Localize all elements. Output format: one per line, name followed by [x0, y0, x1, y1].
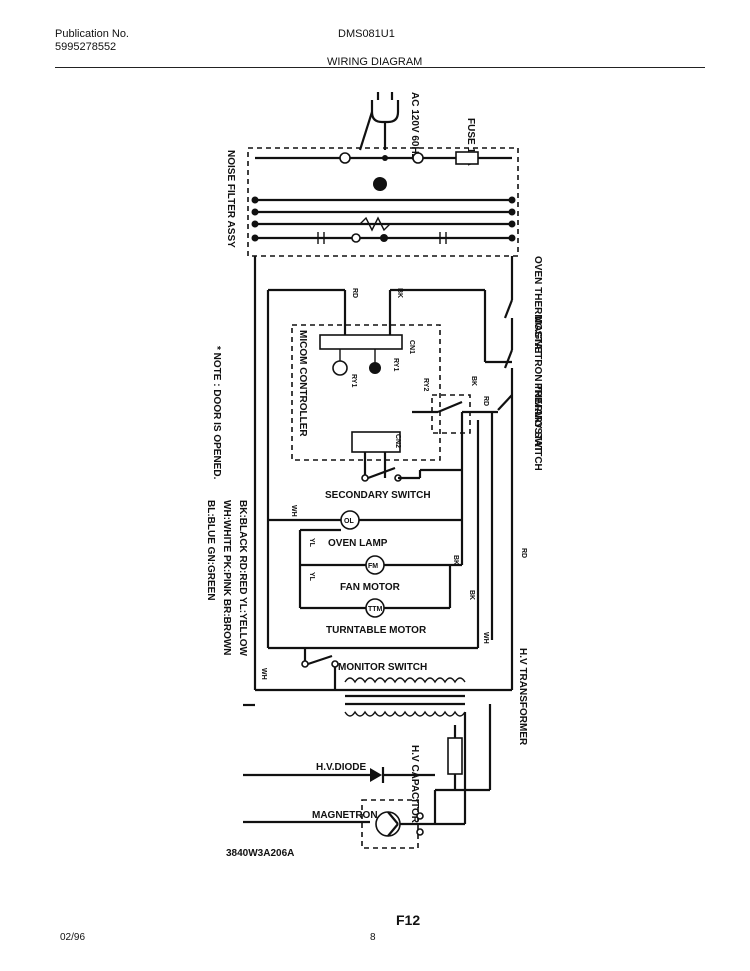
wire-code-bk-top: BK: [396, 288, 403, 298]
oven-lamp-label: OVEN LAMP: [328, 538, 388, 549]
hv-transformer: [330, 560, 514, 717]
secondary-switch: [361, 466, 462, 482]
part-code: 3840W3A206A: [226, 848, 294, 859]
header-rule: [55, 67, 705, 68]
magnetron-label: MAGNETRON: [312, 810, 378, 821]
wire-code-bk-fan: BK: [452, 555, 459, 565]
relay-ry1: [332, 349, 348, 376]
wire-code-yl-fan: YL: [308, 572, 315, 582]
publication-label: Publication No.: [55, 28, 129, 40]
footer-date: 02/96: [60, 932, 86, 943]
relay-ry1-coil: [369, 349, 381, 374]
figure-number: F12: [396, 912, 421, 928]
hv-capacitor-icon: [447, 737, 463, 775]
wire-code-bk-tt: BK: [468, 590, 475, 600]
relay-ry2-box: [431, 394, 471, 434]
noise-filter-label: NOISE FILTER ASSY: [225, 150, 236, 248]
hv-diode-label: H.V.DIODE: [316, 762, 367, 773]
hv-capacitor-label: H.V CAPACITOR: [409, 745, 420, 824]
fuse-label: FUSE 15A: [465, 118, 476, 166]
magnetron-icon: [375, 811, 401, 837]
publication-number: 5995278552: [55, 41, 117, 53]
wire-code-rd-ry2: RD: [482, 396, 489, 406]
hv-diode-icon: [370, 767, 435, 783]
relay-ry2-label: RY2: [422, 378, 429, 391]
footer-page: 8: [370, 932, 376, 943]
legend-line-2: WH:WHITE PK:PINK BR:BROWN: [221, 500, 232, 656]
turntable-motor-label: TURNTABLE MOTOR: [326, 625, 427, 636]
oven-thermostat-label: OVEN THERMOSTAT: [532, 256, 543, 355]
wire-code-wh-left: WH: [260, 668, 267, 680]
primary-switch-label: PRIMARY SWITCH: [532, 383, 543, 471]
fan-motor-symbol: FM: [368, 563, 378, 570]
wire-code-wh-mid: WH: [290, 505, 297, 517]
cn2-label: CN2: [394, 434, 401, 448]
micom-controller-box: [291, 324, 441, 461]
monitor-switch: [301, 648, 339, 690]
magnetron-box: [361, 799, 419, 849]
wire-code-wh-bl: WH: [482, 632, 489, 644]
cn1-connector: [319, 334, 403, 350]
ac-plug-icon: [358, 92, 400, 151]
wire-code-bk-ry2: BK: [470, 376, 477, 386]
turntable-motor-symbol: TTM: [368, 606, 383, 613]
oven-lamp-icon: [340, 510, 360, 530]
cn1-label: CN1: [408, 340, 415, 354]
magnetron-thermostat-label: MAGNETRON THERMOSTAT: [532, 316, 543, 452]
monitor-switch-label: MONITOR SWITCH: [338, 662, 427, 673]
model-number: DMS081U1: [338, 28, 395, 40]
cn2-connector: [351, 431, 401, 453]
micom-controller-label: MICOM CONTROLLER: [297, 330, 308, 437]
oven-lamp-symbol: OL: [344, 518, 354, 525]
hv-transformer-label: H.V TRANSFORMER: [517, 648, 528, 746]
ac-supply-label: AC 120V 60HZ: [409, 92, 420, 160]
relay-ry1-label: RY1: [350, 374, 357, 387]
wire-code-yl-lamp: YL: [308, 538, 315, 548]
filter-terminals: [251, 151, 516, 244]
wire-code-rd-top: RD: [351, 288, 358, 298]
wire-code-rd-right: RD: [520, 548, 527, 558]
fan-motor-label: FAN MOTOR: [340, 582, 401, 593]
door-note: * NOTE : DOOR IS OPENED.: [211, 346, 222, 480]
secondary-switch-label: SECONDARY SWITCH: [325, 490, 431, 501]
relay-label-ry1-right: RY1: [392, 358, 399, 371]
legend-line-3: BL:BLUE GN:GREEN: [205, 500, 216, 601]
legend-line-1: BK:BLACK RD:RED YL:YELLOW: [237, 500, 248, 656]
noise-filter-box: [247, 147, 519, 257]
diagram-title: WIRING DIAGRAM: [327, 56, 423, 68]
